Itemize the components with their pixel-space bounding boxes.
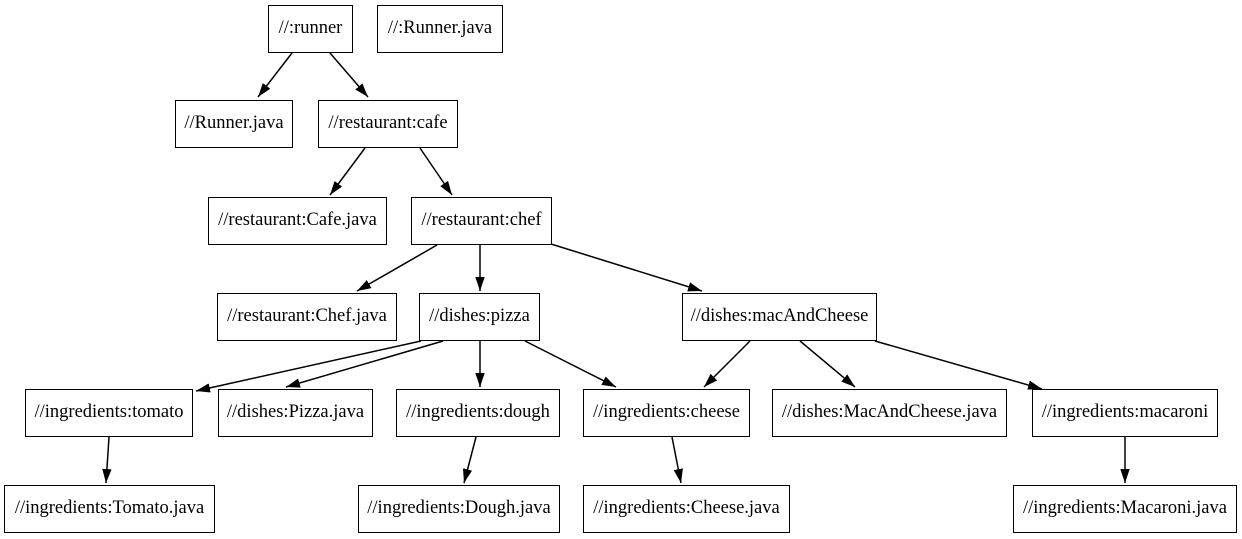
- node-pizza: //dishes:pizza: [419, 293, 540, 341]
- node-cafe: //restaurant:cafe: [318, 100, 458, 148]
- edge-mac-and-cheese-to-cheese: [703, 340, 751, 388]
- edge-tomato-to-tomato-java: [102, 436, 112, 484]
- edge-pizza-to-pizza-java: [285, 340, 444, 388]
- edge-cafe-to-chef: [419, 147, 453, 196]
- node-pizza-java: //dishes:Pizza.java: [218, 389, 373, 437]
- node-cheese: //ingredients:cheese: [583, 389, 750, 437]
- node-mac-and-cheese-java: //dishes:MacAndCheese.java: [772, 389, 1007, 437]
- node-dough: //ingredients:dough: [396, 389, 560, 437]
- node-cafe-java: //restaurant:Cafe.java: [208, 197, 387, 245]
- edge-pizza-to-tomato: [195, 340, 422, 393]
- node-chef-java: //restaurant:Chef.java: [217, 293, 397, 341]
- node-chef: //restaurant:chef: [411, 197, 552, 245]
- node-macaroni: //ingredients:macaroni: [1032, 389, 1218, 437]
- node-dough-java: //ingredients:Dough.java: [358, 485, 560, 533]
- edge-mac-and-cheese-to-mac-java: [799, 340, 856, 388]
- node-runner-java-target: //:Runner.java: [377, 5, 503, 53]
- node-mac-and-cheese: //dishes:macAndCheese: [682, 293, 877, 341]
- edge-cheese-to-cheese-java: [671, 436, 683, 484]
- node-macaroni-java: //ingredients:Macaroni.java: [1013, 485, 1237, 533]
- edge-chef-to-mac-and-cheese: [550, 243, 703, 292]
- node-runner-java: //Runner.java: [175, 100, 293, 148]
- node-cheese-java: //ingredients:Cheese.java: [583, 485, 790, 533]
- edge-runner-to-cafe: [329, 52, 369, 98]
- edge-runner-to-runner-java: [257, 52, 293, 98]
- edge-mac-and-cheese-to-macaroni: [874, 340, 1043, 390]
- edge-dough-to-dough-java: [462, 436, 477, 484]
- node-tomato: //ingredients:tomato: [25, 389, 193, 437]
- node-tomato-java: //ingredients:Tomato.java: [4, 485, 215, 533]
- edge-pizza-to-cheese: [524, 340, 617, 388]
- edge-cafe-to-cafe-java: [329, 147, 366, 196]
- node-runner: //:runner: [268, 5, 353, 53]
- edge-chef-to-chef-java: [356, 244, 438, 292]
